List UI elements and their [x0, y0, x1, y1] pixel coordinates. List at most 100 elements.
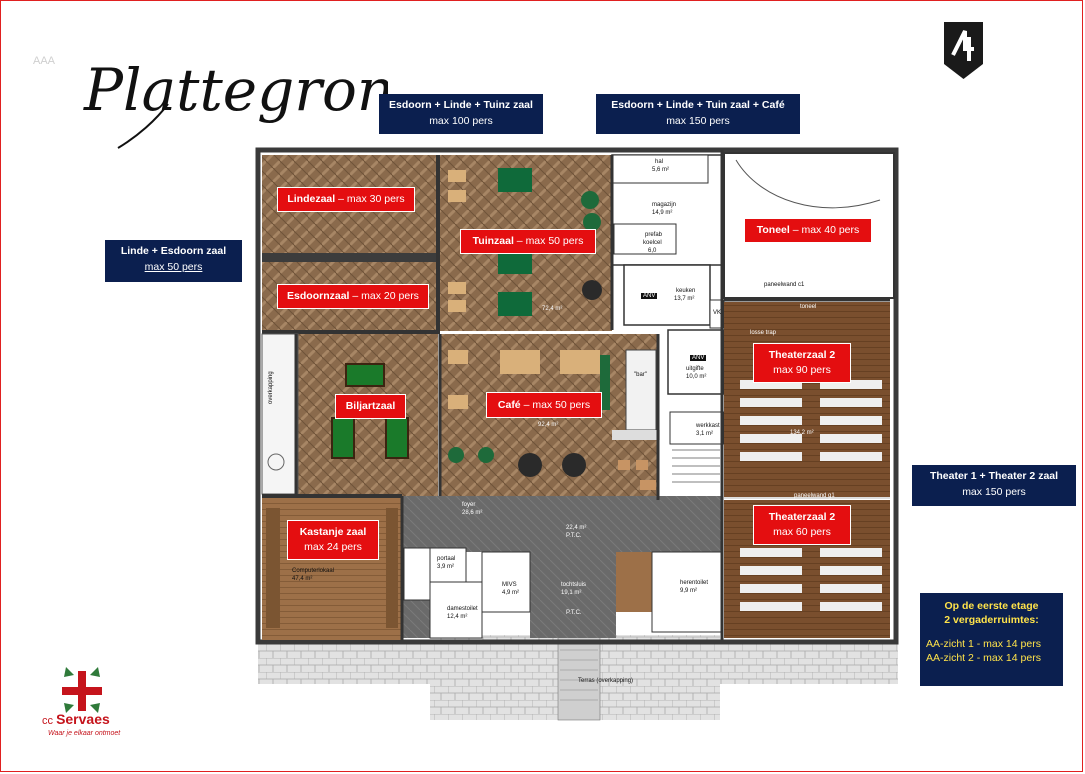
label-koelcel: koelcel [643, 240, 662, 246]
room-name: Kastanje zaal [299, 526, 367, 538]
page-title: Plattegrond [83, 56, 388, 149]
bar-counter [625, 349, 657, 431]
label-werkkast-area: 3,1 m² [696, 431, 714, 437]
keuken-block [623, 264, 711, 326]
first-floor-subheading: 2 vergaderruimtes: [944, 614, 1039, 626]
room-theaterzaal-b: Theaterzaal 2 max 60 pers [753, 505, 851, 545]
label-portaal-area: 3,9 m² [437, 564, 455, 570]
foyer-floor [402, 496, 722, 552]
label-uitgifte-area: 10,0 m² [686, 374, 707, 380]
meeting-room-2: AA-zicht 2 - max 14 pers [926, 652, 1041, 664]
label-anv-uitgifte: ANV [690, 355, 707, 361]
label-hal2-area: 22,4 m² [566, 525, 587, 531]
brand-badge-icon [944, 22, 983, 79]
label-hal-area: 5,6 m² [652, 167, 670, 173]
label-computer-area: 47,4 m² [292, 576, 313, 582]
room-capacity: max 24 pers [304, 541, 362, 553]
label-losse-trap: losse trap [750, 330, 777, 336]
label-theater1-area: 134,2 m² [790, 430, 814, 436]
label-overkapping: overkapping [268, 371, 274, 404]
room-capacity: – max 50 pers [520, 399, 591, 411]
label-keuken-area: 13,7 m² [674, 296, 695, 302]
label-cafe-area: 92,4 m² [538, 422, 559, 428]
combo-capacity: max 150 pers [666, 115, 730, 127]
label-bar: "bar" [634, 372, 647, 378]
label-foyer-area: 28,6 m² [462, 510, 483, 516]
room-name: Theaterzaal 2 [768, 349, 836, 361]
uitgifte-block [667, 329, 725, 395]
combo-esdoorn-linde-tuinz: Esdoorn + Linde + Tuinz zaal max 100 per… [379, 94, 543, 134]
label-keuken: keuken [676, 288, 696, 294]
label-magazijn: magazijn [652, 202, 677, 208]
room-tuinzaal: Tuinzaal – max 50 pers [460, 229, 596, 254]
label-werkkast: werkkast [696, 423, 720, 429]
combo-title: Esdoorn + Linde + Tuinz zaal [389, 99, 533, 111]
label-tochtsluis-area: 19,1 m² [561, 590, 582, 596]
room-name: Biljartzaal [345, 400, 396, 412]
label-paneelwand-c1: paneelwand c1 [764, 282, 805, 288]
room-capacity: – max 50 pers [513, 235, 584, 247]
tochtsluis-floor [530, 552, 616, 638]
label-damestoilet-area: 12,4 m² [447, 614, 468, 620]
brand-tagline: Waar je elkaar ontmoet [48, 730, 121, 737]
label-vk: VK [713, 310, 722, 316]
label-damestoilet: damestoilet [447, 606, 478, 612]
combo-title: Esdoorn + Linde + Tuin zaal + Café [611, 99, 785, 111]
label-anv-keuken: ANV [641, 293, 658, 299]
entrance-steps [557, 634, 601, 721]
room-cafe: Café – max 50 pers [486, 392, 602, 418]
first-floor-info: Op de eerste etage 2 vergaderruimtes: AA… [920, 593, 1063, 686]
room-capacity: – max 30 pers [335, 193, 405, 205]
label-paneelwand-g1: paneelwand g1 [794, 493, 835, 499]
label-ptc: P.T.C. [566, 533, 582, 539]
label-portaal: portaal [437, 556, 456, 562]
brand-name: cc Servaes [42, 711, 110, 727]
combo-capacity: max 50 pers [144, 261, 203, 273]
room-kastanje: Kastanje zaal max 24 pers [287, 520, 379, 560]
room-lindezaal: Lindezaal – max 30 pers [277, 187, 415, 212]
room-capacity: max 60 pers [773, 526, 831, 538]
room-name: Esdoornzaal [287, 290, 350, 302]
wardrobe [616, 552, 652, 612]
label-mivs: MIVS [502, 582, 517, 588]
meeting-room-1: AA-zicht 1 - max 14 pers [926, 638, 1041, 650]
combo-linde-esdoorn: Linde + Esdoorn zaal max 50 pers [105, 240, 242, 282]
room-esdoornzaal: Esdoornzaal – max 20 pers [277, 284, 429, 309]
room-toneel: Toneel – max 40 pers [744, 218, 872, 243]
combo-esdoorn-linde-tuin-cafe: Esdoorn + Linde + Tuin zaal + Café max 1… [596, 94, 800, 134]
label-tochtsluis: tochtsluis [561, 582, 587, 588]
combo-capacity: max 100 pers [429, 115, 493, 127]
label-biljartzaal-area: 72,4 m² [542, 306, 563, 312]
room-name: Toneel [756, 224, 790, 236]
page-title-text: Plattegrond [83, 56, 388, 124]
label-herentoilet: herentoilet [680, 580, 709, 586]
combo-title: Linde + Esdoorn zaal [120, 245, 227, 257]
combo-title: Theater 1 + Theater 2 zaal [929, 470, 1059, 482]
room-theaterzaal-a: Theaterzaal 2 max 90 pers [753, 343, 851, 383]
label-mivs-area: 4,9 m² [502, 590, 520, 596]
servaes-logo-icon [62, 667, 102, 713]
label-computerlokaal: Computerlokaal [292, 568, 335, 574]
room-capacity: max 90 pers [773, 364, 831, 376]
label-toneel-small: toneel [800, 304, 817, 310]
label-prefab: prefab [645, 232, 663, 238]
combo-capacity: max 150 pers [962, 486, 1026, 498]
cafe-floor [440, 334, 658, 504]
label-koelcel-area: 6,0 [648, 248, 657, 254]
room-biljartzaal: Biljartzaal [335, 394, 406, 419]
label-herentoilet-area: 9,9 m² [680, 588, 698, 594]
label-uitgifte: uitgifte [686, 366, 704, 372]
label-magazijn-area: 14,9 m² [652, 210, 673, 216]
room-name: Tuinzaal [472, 235, 514, 247]
watermark-text: AAA [33, 55, 56, 67]
label-ptc2: P.T.C. [566, 610, 582, 616]
label-terras: Terras (overkapping) [578, 678, 634, 684]
label-hal: hal [655, 159, 664, 165]
room-name: Café [497, 399, 521, 411]
room-name: Lindezaal [287, 193, 336, 205]
room-capacity: – max 40 pers [789, 224, 860, 236]
room-name: Theaterzaal 2 [768, 511, 836, 523]
combo-theater1-theater2: Theater 1 + Theater 2 zaal max 150 pers [912, 465, 1076, 506]
room-capacity: – max 20 pers [349, 290, 419, 302]
